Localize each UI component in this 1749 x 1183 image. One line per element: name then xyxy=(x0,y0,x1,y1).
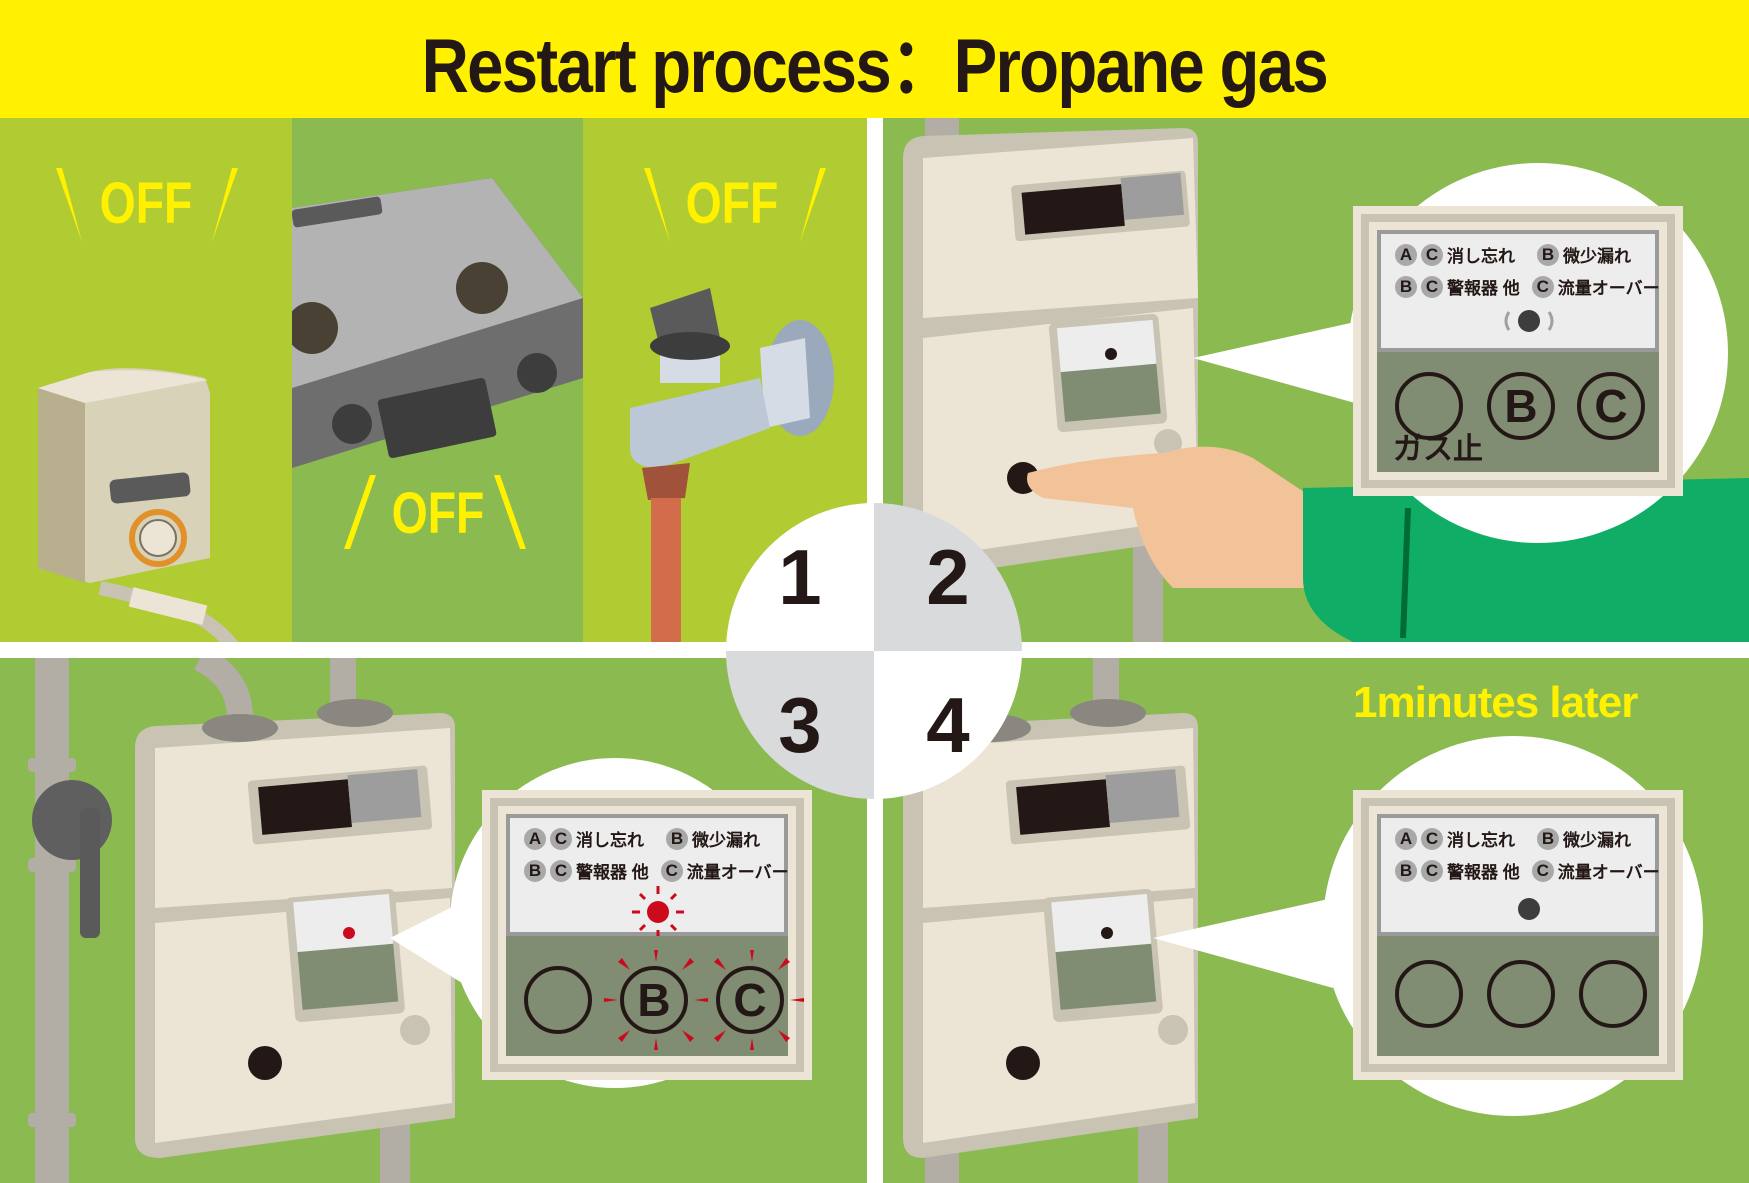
badge: C xyxy=(550,827,572,850)
legend-text: 流量オーバー xyxy=(686,863,789,882)
legend-row: A C 消し忘れ B 微少漏れ xyxy=(1395,826,1631,851)
time-caption: 1minutes later xyxy=(1353,678,1638,727)
legend-text: 微少漏れ xyxy=(692,831,760,850)
step-4-panel: 1minutes later A C 消し忘れ B 微少漏れ B C 警報器 他… xyxy=(883,658,1749,1183)
lamp-b-flashing: B xyxy=(620,966,688,1034)
badge: A xyxy=(524,827,546,850)
off-label-water-heater: OFF xyxy=(99,171,193,236)
gas-cock-valve-icon xyxy=(630,288,834,642)
badge: B xyxy=(1537,243,1559,266)
lamp-area xyxy=(1377,936,1659,1056)
lamp-b xyxy=(1487,960,1555,1028)
lamp-area: B C ガス止 xyxy=(1377,352,1659,472)
legend-text: 微少漏れ xyxy=(1563,247,1631,266)
emphasis-lines-icon xyxy=(56,168,238,242)
step-number-4: 4 xyxy=(874,651,1022,799)
water-heater-icon xyxy=(38,368,238,642)
lamp-a xyxy=(1395,372,1463,440)
lamp-a xyxy=(1395,960,1463,1028)
badge: C xyxy=(1421,243,1443,266)
badge: C xyxy=(550,859,572,882)
step-number-badge: 1 2 3 4 xyxy=(726,503,1022,799)
badge: B xyxy=(666,827,688,850)
legend-text: 流量オーバー xyxy=(1557,863,1660,882)
bubble-pointer-icon xyxy=(1193,318,1373,408)
lamp-c-flashing: C xyxy=(716,966,784,1034)
lamp-a xyxy=(524,966,592,1034)
gas-stove-icon xyxy=(292,178,583,468)
steady-indicator-icon xyxy=(1518,898,1540,920)
step-1-panel: OFF OFF OFF xyxy=(0,118,867,642)
blinking-indicator-icon xyxy=(1504,310,1554,332)
legend-text: 消し忘れ xyxy=(576,831,644,850)
legend-row: B C 警報器 他 C 流量オーバー xyxy=(1395,858,1660,883)
badge: C xyxy=(1531,275,1554,298)
gas-meter-scene-icon xyxy=(903,118,1749,642)
legend-row: B C 警報器 他 C 流量オーバー xyxy=(524,858,789,883)
legend-text: 警報器 他 xyxy=(1447,279,1520,298)
badge: B xyxy=(1395,275,1417,298)
badge: C xyxy=(660,859,683,882)
step-number-1: 1 xyxy=(726,503,874,651)
page-title: Restart process：Propane gas xyxy=(421,24,1329,109)
legend-row: B C 警報器 他 C 流量オーバー xyxy=(1395,274,1660,299)
flashing-red-indicator-icon xyxy=(632,886,684,938)
lamp-area: B C xyxy=(506,936,804,1056)
gas-meter-scene-icon xyxy=(28,658,455,1183)
step-2-panel: A C 消し忘れ B 微少漏れ B C 警報器 他 C 流量オーバー xyxy=(883,118,1749,642)
badge: B xyxy=(524,859,546,882)
lamp-c xyxy=(1579,960,1647,1028)
badge: A xyxy=(1395,243,1417,266)
meter-display-closeup: A C 消し忘れ B 微少漏れ B C 警報器 他 C 流量オーバー xyxy=(1353,790,1683,1080)
legend-text: 警報器 他 xyxy=(576,863,649,882)
bubble-pointer-icon xyxy=(390,898,470,988)
off-label-gas-cock: OFF xyxy=(685,171,779,236)
gas-meter-scene-icon xyxy=(903,658,1198,1183)
step-3-panel: A C 消し忘れ B 微少漏れ B C 警報器 他 C 流量オーバー xyxy=(0,658,867,1183)
legend-row: A C 消し忘れ B 微少漏れ xyxy=(524,826,760,851)
legend-row: A C 消し忘れ B 微少漏れ xyxy=(1395,242,1631,267)
legend-text: 警報器 他 xyxy=(1447,863,1520,882)
step-number-2: 2 xyxy=(874,503,1022,651)
lamp-b: B xyxy=(1487,372,1555,440)
gas-stopped-label: ガス止 xyxy=(1393,433,1483,466)
badge: B xyxy=(1537,827,1559,850)
emphasis-lines-icon xyxy=(644,168,826,242)
emphasis-lines-icon xyxy=(344,475,526,549)
legend-area: A C 消し忘れ B 微少漏れ B C 警報器 他 C 流量オーバー xyxy=(506,814,789,938)
step-number-3: 3 xyxy=(726,651,874,799)
legend-text: 消し忘れ xyxy=(1447,247,1515,266)
bubble-pointer-icon xyxy=(1153,898,1333,988)
badge: C xyxy=(1421,827,1443,850)
meter-display-closeup: A C 消し忘れ B 微少漏れ B C 警報器 他 C 流量オーバー xyxy=(1353,206,1683,496)
legend-text: 微少漏れ xyxy=(1563,831,1631,850)
meter-display-closeup: A C 消し忘れ B 微少漏れ B C 警報器 他 C 流量オーバー xyxy=(482,790,812,1080)
badge: C xyxy=(1531,859,1554,882)
legend-text: 流量オーバー xyxy=(1557,279,1660,298)
badge: C xyxy=(1421,275,1443,298)
flash-rays-icon xyxy=(604,950,804,1050)
badge: A xyxy=(1395,827,1417,850)
lamp-c: C xyxy=(1577,372,1645,440)
off-label-gas-stove: OFF xyxy=(391,481,485,546)
legend-area: A C 消し忘れ B 微少漏れ B C 警報器 他 C 流量オーバー xyxy=(1377,230,1660,352)
title-banner: Restart process：Propane gas xyxy=(0,0,1749,118)
badge: C xyxy=(1421,859,1443,882)
badge: B xyxy=(1395,859,1417,882)
legend-text: 消し忘れ xyxy=(1447,831,1515,850)
legend-area: A C 消し忘れ B 微少漏れ B C 警報器 他 C 流量オーバー xyxy=(1377,814,1660,936)
